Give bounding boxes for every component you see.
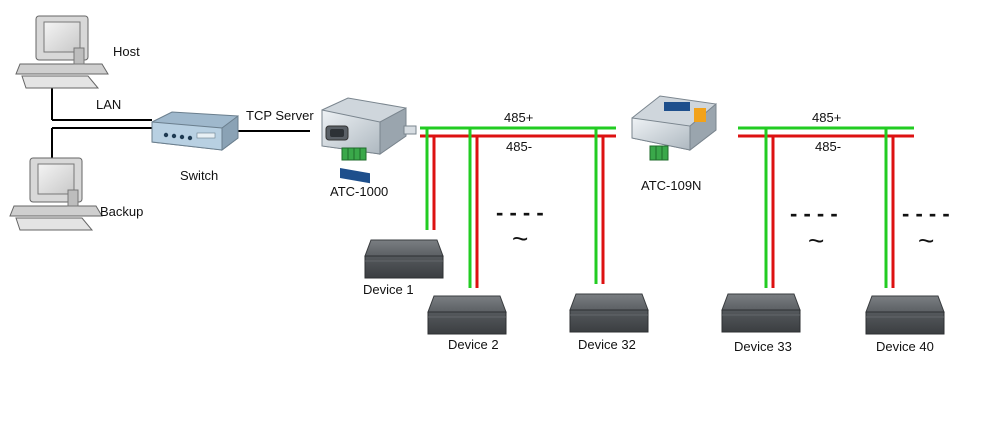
tcp-server-label: TCP Server <box>246 108 314 123</box>
host-label: Host <box>113 44 140 59</box>
atc-109n-label: ATC-109N <box>641 178 701 193</box>
device-2-box-icon <box>427 295 507 335</box>
atc-109n-converter-icon <box>631 95 717 161</box>
device-2-label: Device 2 <box>448 337 499 352</box>
network-switch-icon <box>151 111 239 151</box>
device-40-label: Device 40 <box>876 339 934 354</box>
device-32-label: Device 32 <box>578 337 636 352</box>
backup-label: Backup <box>100 204 143 219</box>
ellipsis-tilde-2: ~ <box>808 225 824 256</box>
device-1-label: Device 1 <box>363 282 414 297</box>
device-33-label: Device 33 <box>734 339 792 354</box>
device-1-box-icon <box>364 239 444 279</box>
rs485-bus-2 <box>738 126 914 288</box>
device-32-box-icon <box>569 293 649 333</box>
ellipsis-dashes-3: - - - - <box>902 201 950 226</box>
switch-label: Switch <box>180 168 218 183</box>
host-computer-icon <box>15 15 109 89</box>
bus2-plus-label: 485+ <box>812 110 841 125</box>
ellipsis-tilde-1: ~ <box>512 223 528 254</box>
backup-computer-icon <box>9 157 103 231</box>
lan-label: LAN <box>96 97 121 112</box>
bus1-minus-label: 485- <box>506 139 532 154</box>
device-33-box-icon <box>721 293 801 333</box>
device-40-box-icon <box>865 295 945 335</box>
ellipsis-dashes-1: - - - - <box>496 200 544 225</box>
bus2-minus-label: 485- <box>815 139 841 154</box>
atc-1000-label: ATC-1000 <box>330 184 388 199</box>
atc-1000-converter-icon <box>321 97 417 184</box>
ellipsis-dashes-2: - - - - <box>790 201 838 226</box>
ellipsis-tilde-3: ~ <box>918 225 934 256</box>
rs485-bus-1 <box>420 126 616 288</box>
lan-cabling <box>51 88 310 160</box>
bus1-plus-label: 485+ <box>504 110 533 125</box>
